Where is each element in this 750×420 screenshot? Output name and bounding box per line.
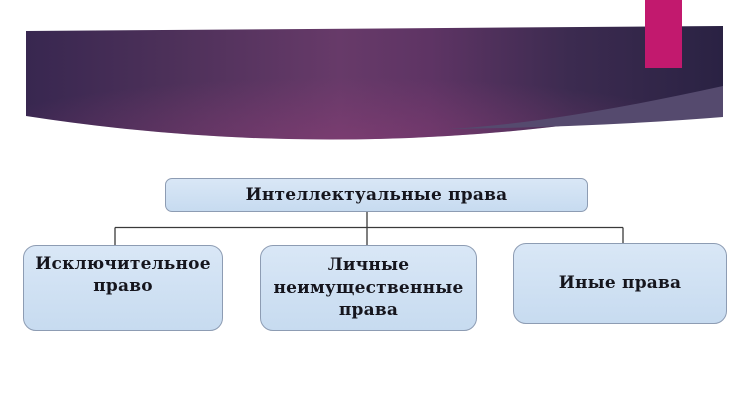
- node-intellectual-rights: Интеллектуальные права: [165, 178, 588, 212]
- banner-wedge: [448, 86, 723, 129]
- node-personal-non-property-rights: Личные неимущественные права: [260, 245, 477, 331]
- node-personal-non-property-rights-label: Личные неимущественные права: [273, 255, 464, 321]
- node-intellectual-rights-label: Интеллектуальные права: [245, 184, 508, 205]
- node-exclusive-right: Исключительное право: [23, 245, 223, 331]
- banner-glow: [26, 26, 723, 140]
- node-exclusive-right-label: Исключительное право: [35, 254, 211, 297]
- node-other-rights: Иные права: [513, 243, 727, 324]
- node-other-rights-label: Иные права: [558, 273, 682, 294]
- accent-bar: [645, 0, 682, 68]
- header-banner: [26, 26, 723, 140]
